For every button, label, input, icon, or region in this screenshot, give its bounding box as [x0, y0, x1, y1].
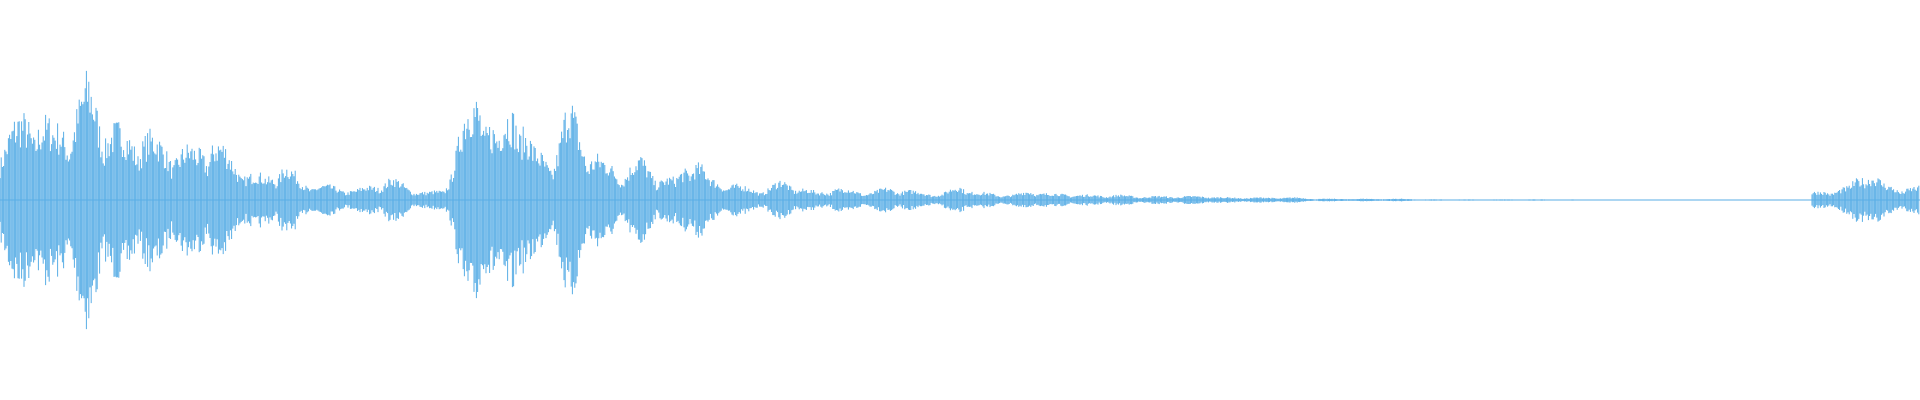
waveform-samples: [0, 70, 1920, 330]
